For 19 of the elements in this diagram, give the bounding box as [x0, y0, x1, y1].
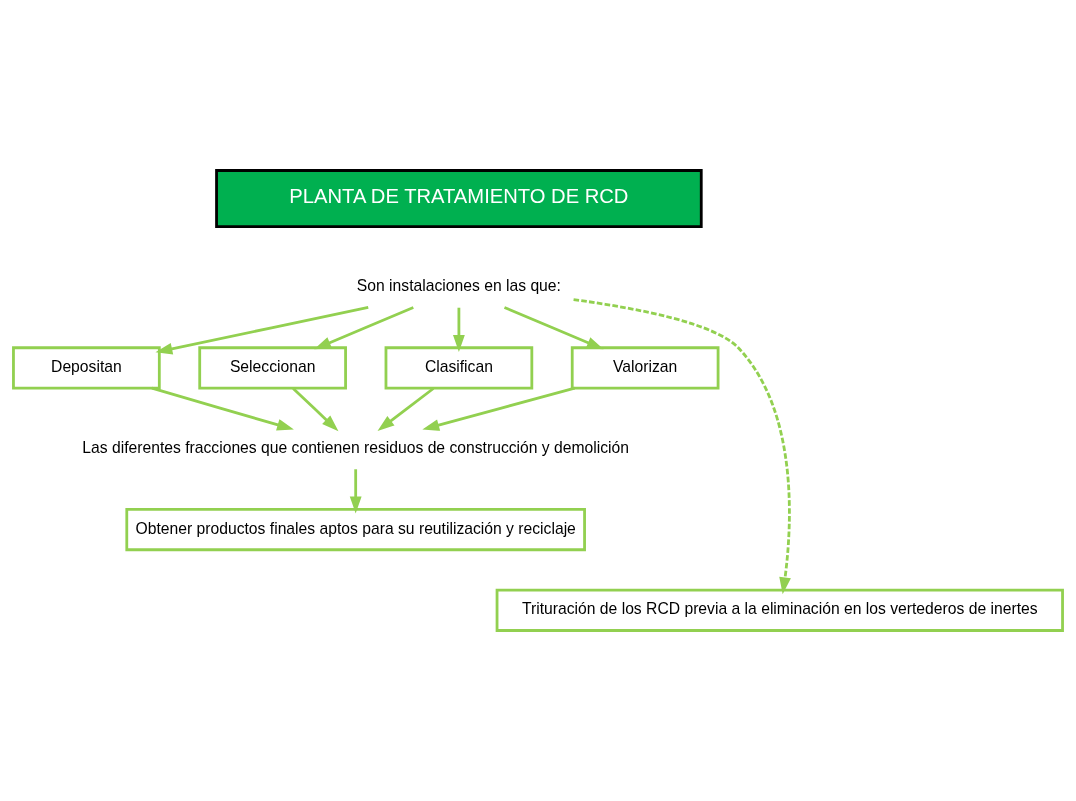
node-box: Seleccionan	[198, 346, 347, 390]
arrow	[422, 386, 576, 431]
node-box: PLANTA DE TRATAMIENTO DE RCD	[215, 169, 703, 228]
node-box: Clasifican	[384, 346, 534, 390]
arrow	[314, 306, 414, 350]
arrow	[292, 387, 339, 432]
node-text: Las diferentes fracciones que contienen residuos de construcción y demolición	[82, 438, 630, 456]
arrow	[377, 387, 435, 431]
node-box: Trituración de los RCD previa a la eliminación en los vertederos de inertes	[495, 588, 1064, 632]
arrow	[573, 298, 791, 595]
arrow	[453, 307, 465, 352]
node-box: Valorizan	[570, 346, 720, 390]
node-text: Son instalaciones en las que:	[356, 277, 561, 295]
arrow	[349, 469, 362, 514]
arrow	[151, 386, 294, 431]
node-box: Depositan	[12, 346, 161, 390]
arrow	[503, 306, 604, 350]
arrow	[155, 306, 369, 355]
node-box: Obtener productos finales aptos para su reutilización y reciclaje	[125, 507, 586, 552]
